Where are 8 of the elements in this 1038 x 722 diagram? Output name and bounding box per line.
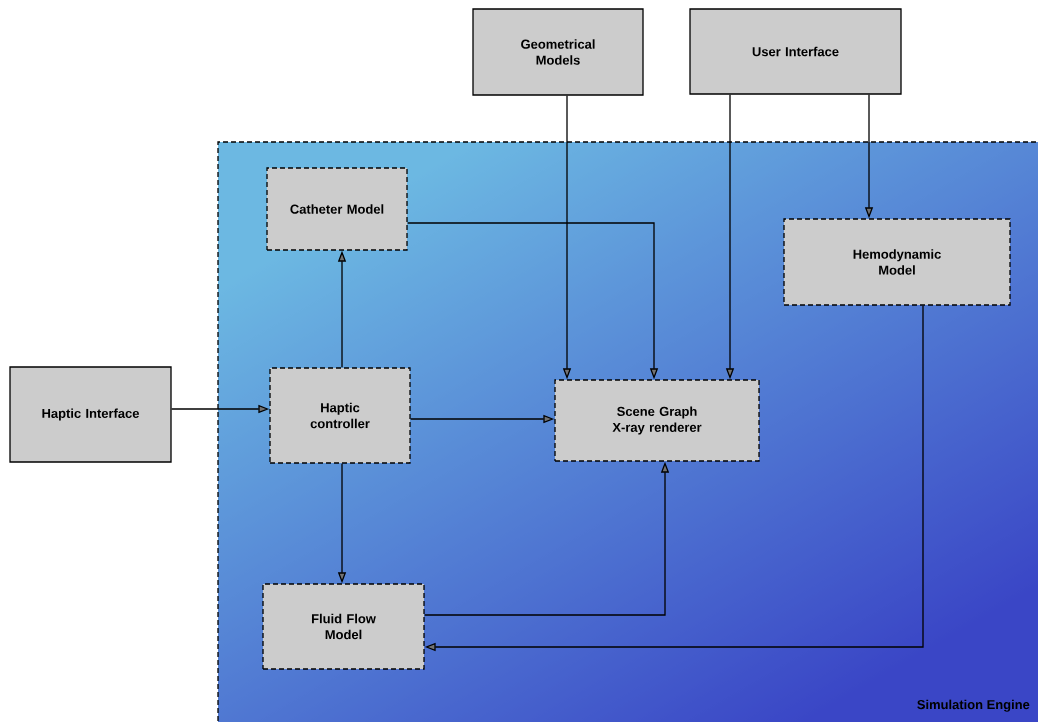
process-box: Catheter Model: [266, 167, 408, 251]
process-box: Geometrical Models: [472, 8, 644, 96]
process-box: Fluid Flow Model: [262, 583, 425, 670]
process-box: Scene Graph X-ray renderer: [554, 379, 760, 462]
process-box: Haptic Interface: [9, 366, 172, 463]
process-box: User Interface: [689, 8, 902, 95]
process-box: Hemodynamic Model: [783, 218, 1011, 306]
process-box: Haptic controller: [269, 367, 411, 464]
